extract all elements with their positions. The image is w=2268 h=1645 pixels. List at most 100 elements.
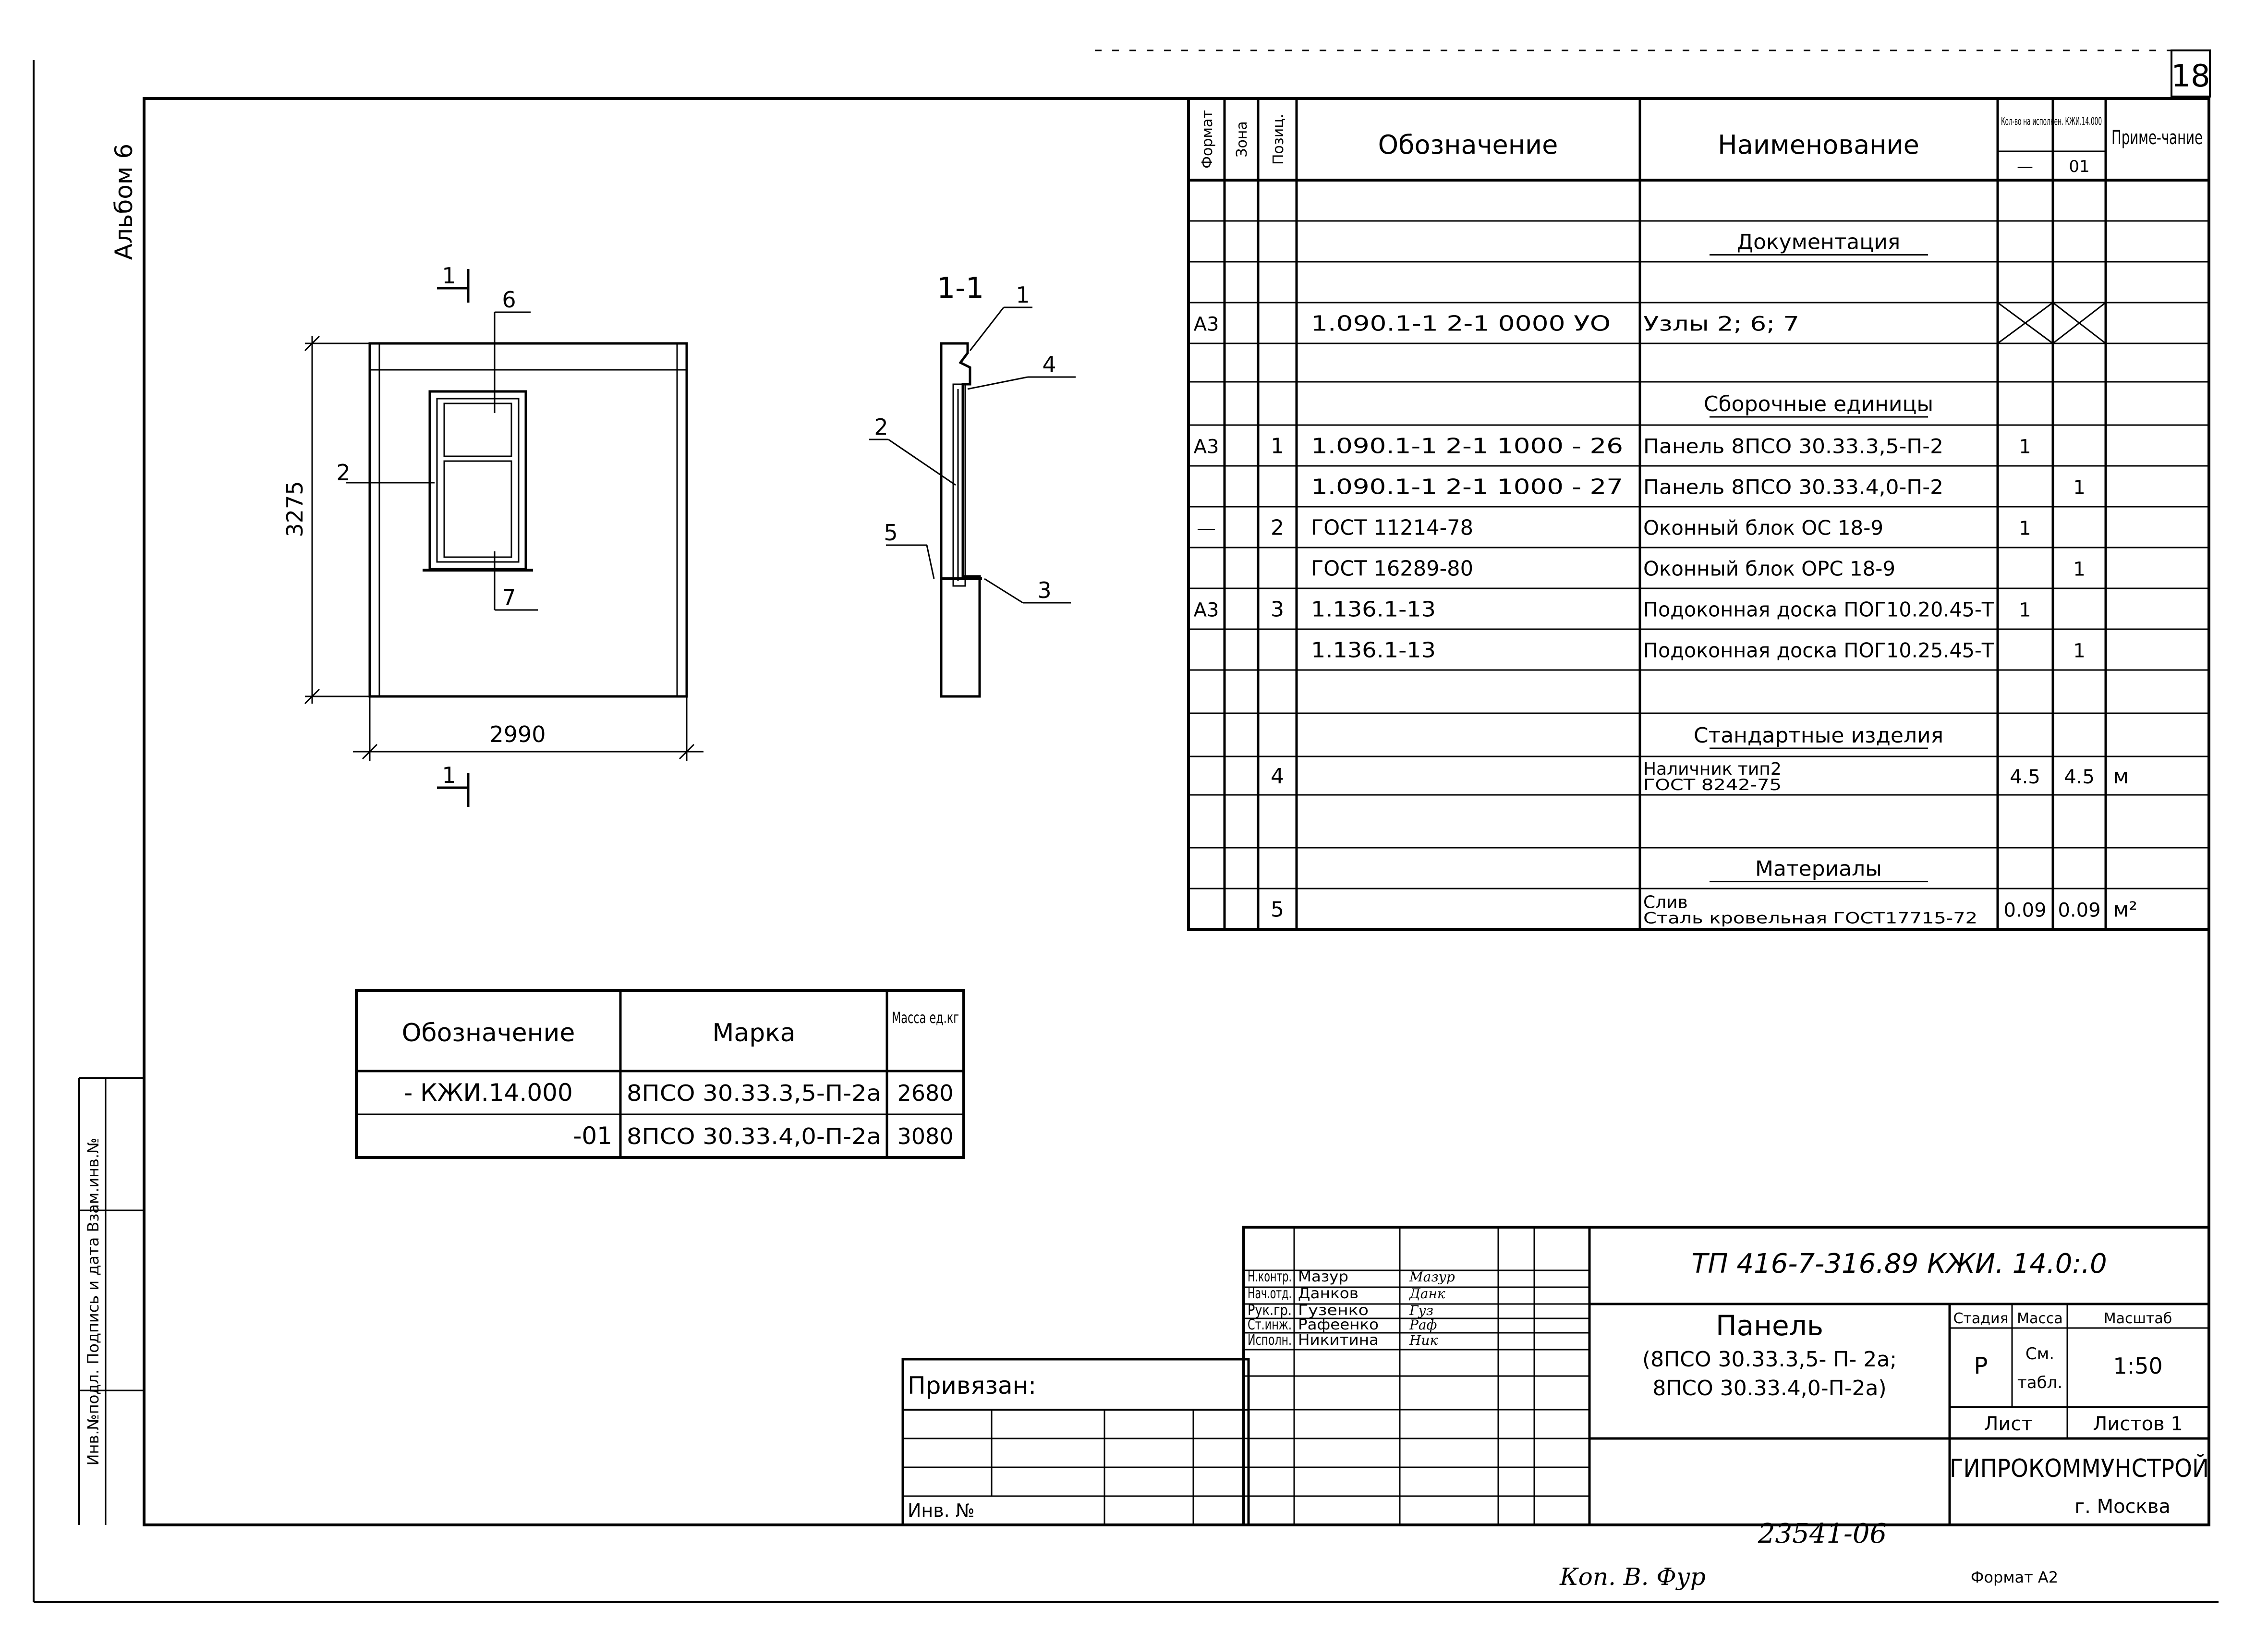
spec-header-position: Позиц.: [1270, 114, 1287, 165]
spec-header-note: Приме-чание: [2111, 127, 2203, 149]
signer-role: Ст.инж.: [1248, 1316, 1292, 1333]
signer-signature: Гуз: [1409, 1303, 1433, 1318]
signer-role: Исполн.: [1248, 1332, 1292, 1349]
spec-cell-name: Подоконная доска ПОГ10.25.45-Т: [1643, 639, 1994, 662]
section-leader-3: 3: [1037, 577, 1051, 603]
spec-cell-designation: ГОСТ 16289-80: [1311, 557, 1473, 581]
organization-name: ГИПРОКОММУНСТРОЙ: [1950, 1454, 2209, 1483]
spec-row: ГОСТ 16289-80 Оконный блок ОРС 18-9 1: [1311, 557, 2086, 581]
spec-header-quantity-01: 01: [2069, 157, 2089, 176]
spec-header-zone: Зона: [1234, 121, 1250, 158]
signer-signature: Данк: [1408, 1286, 1445, 1302]
marks-table: [355, 989, 965, 1159]
document-subtitle-2: 8ПСО 30.33.4,0-П-2а): [1652, 1376, 1886, 1401]
spec-cell-note: м: [2113, 764, 2129, 789]
spec-cell-position: 3: [1271, 597, 1284, 622]
document-title: Панель: [1716, 1309, 1823, 1342]
spec-cell-quantity-base: 0.09: [2003, 900, 2046, 922]
spec-cell-format: —: [1197, 518, 1216, 540]
marks-row-1-mass: 2680: [897, 1080, 953, 1106]
signer-row: Исполн. Никитина Ник: [1248, 1332, 1438, 1349]
spec-cell-format: А3: [1194, 314, 1219, 336]
spec-header-format: Формат: [1199, 110, 1216, 169]
signer-name: Данков: [1298, 1285, 1358, 1302]
spec-cell-position: 5: [1271, 898, 1284, 922]
marks-row-1-mark: 8ПСО 30.33.3,5-П-2а: [627, 1080, 881, 1106]
inventory-strip-label: Инв.№подл. Подпись и дата Взам.инв.№: [84, 1138, 102, 1466]
privyazan-inventory-label: Инв. №: [908, 1500, 974, 1521]
section-1-1: [869, 306, 1076, 698]
spec-cell-name: Наличник тип2: [1643, 759, 1782, 779]
spec-cell-quantity-01: 1: [2073, 477, 2085, 499]
organization-city: г. Москва: [2074, 1496, 2171, 1518]
spec-row: А3 1 1.090.1-1 2-1 1000 - 26 Панель 8ПСО 30…: [1194, 434, 2031, 459]
spec-cell-format: А3: [1194, 599, 1219, 621]
spec-cell-quantity-01: 1: [2073, 640, 2085, 662]
spec-cell-quantity-01: 1: [2073, 559, 2085, 581]
spec-cell-name: Панель 8ПСО 30.33.3,5-П-2: [1643, 435, 1943, 458]
spec-row: Документация: [1710, 230, 1928, 256]
spec-header-designation: Обозначение: [1378, 130, 1558, 160]
archive-number: 23541-06: [1758, 1518, 1887, 1549]
spec-cell-name-line-2: Сталь кровельная ГОСТ17715-72: [1643, 909, 1977, 927]
mass-label: Масса: [2017, 1310, 2063, 1327]
scale-label: Масштаб: [2104, 1310, 2172, 1327]
leader-label-6: 6: [502, 287, 516, 313]
spec-cell-name: Оконный блок ОРС 18-9: [1643, 557, 1895, 581]
sheet-number: 18: [2171, 59, 2210, 94]
signer-signature: Ник: [1409, 1332, 1438, 1348]
spec-cell-format: А3: [1194, 436, 1219, 458]
spec-section-heading: Материалы: [1755, 857, 1882, 881]
signer-name: Никитина: [1298, 1332, 1379, 1349]
spec-cell-quantity-01: 0.09: [2058, 900, 2100, 922]
spec-cell-name-line-2: ГОСТ 8242-75: [1643, 776, 1782, 794]
spec-cell-designation: 1.090.1-1 2-1 1000 - 26: [1311, 434, 1623, 459]
spec-section-heading: Стандартные изделия: [1694, 723, 1943, 748]
document-subtitle-1: (8ПСО 30.33.3,5- П- 2а;: [1642, 1347, 1897, 1372]
spec-cell-name: Узлы 2; 6; 7: [1643, 312, 1799, 336]
mass-value-line-2: табл.: [2017, 1373, 2062, 1392]
spec-cell-position: 1: [1271, 434, 1284, 459]
marks-header-mark: Марка: [712, 1019, 795, 1048]
stage-label: Стадия: [1953, 1310, 2008, 1327]
leader-label-2: 2: [336, 460, 350, 486]
spec-grid: [1187, 97, 2210, 931]
sheets-count: Листов 1: [2093, 1413, 2183, 1435]
signer-name: Гузенко: [1298, 1302, 1369, 1319]
signer-signature: Мазур: [1409, 1269, 1455, 1285]
spec-cell-name: Подоконная доска ПОГ10.20.45-Т: [1643, 598, 1994, 621]
height-dimension: 3275: [282, 481, 308, 537]
spec-row: Сборочные единицы: [1704, 392, 1933, 418]
specification-table: Формат Зона Позиц. Обозначение Наименование К…: [1187, 97, 2210, 931]
spec-section-heading: Документация: [1737, 230, 1901, 255]
spec-cell-quantity-base: 1: [2019, 518, 2031, 540]
spec-cell-quantity-01: 4.5: [2064, 766, 2095, 788]
spec-header-quantity: Кол-во на исполнен. КЖИ.14.000: [2001, 116, 2102, 128]
spec-header-name: Наименование: [1718, 130, 1919, 160]
panel-elevation: [304, 269, 703, 807]
cut-mark-top: 1: [442, 263, 456, 289]
spec-cell-name: Оконный блок ОС 18-9: [1643, 516, 1883, 540]
spec-cell-position: 4: [1271, 764, 1284, 789]
spec-section-heading: Сборочные единицы: [1704, 392, 1933, 416]
marks-row-2-designation: -01: [573, 1122, 612, 1150]
spec-cell-designation: ГОСТ 11214-78: [1311, 516, 1473, 540]
marks-header-mass: Масса ед.кг: [892, 1009, 959, 1027]
title-block: [1242, 1226, 2210, 1526]
spec-cell-name: Панель 8ПСО 30.33.4,0-П-2: [1643, 475, 1943, 499]
spec-cell-designation: 1.090.1-1 2-1 0000 УО: [1311, 312, 1611, 336]
section-title: 1-1: [937, 271, 984, 305]
spec-cell-name: Слив: [1643, 893, 1688, 913]
drawing-code: ТП 416-7-316.89 КЖИ. 14.0:.0: [1691, 1248, 2107, 1279]
album-label: Альбом 6: [110, 144, 138, 260]
spec-row: Стандартные изделия: [1694, 723, 1943, 749]
sheet-label: Лист: [1984, 1413, 2032, 1435]
